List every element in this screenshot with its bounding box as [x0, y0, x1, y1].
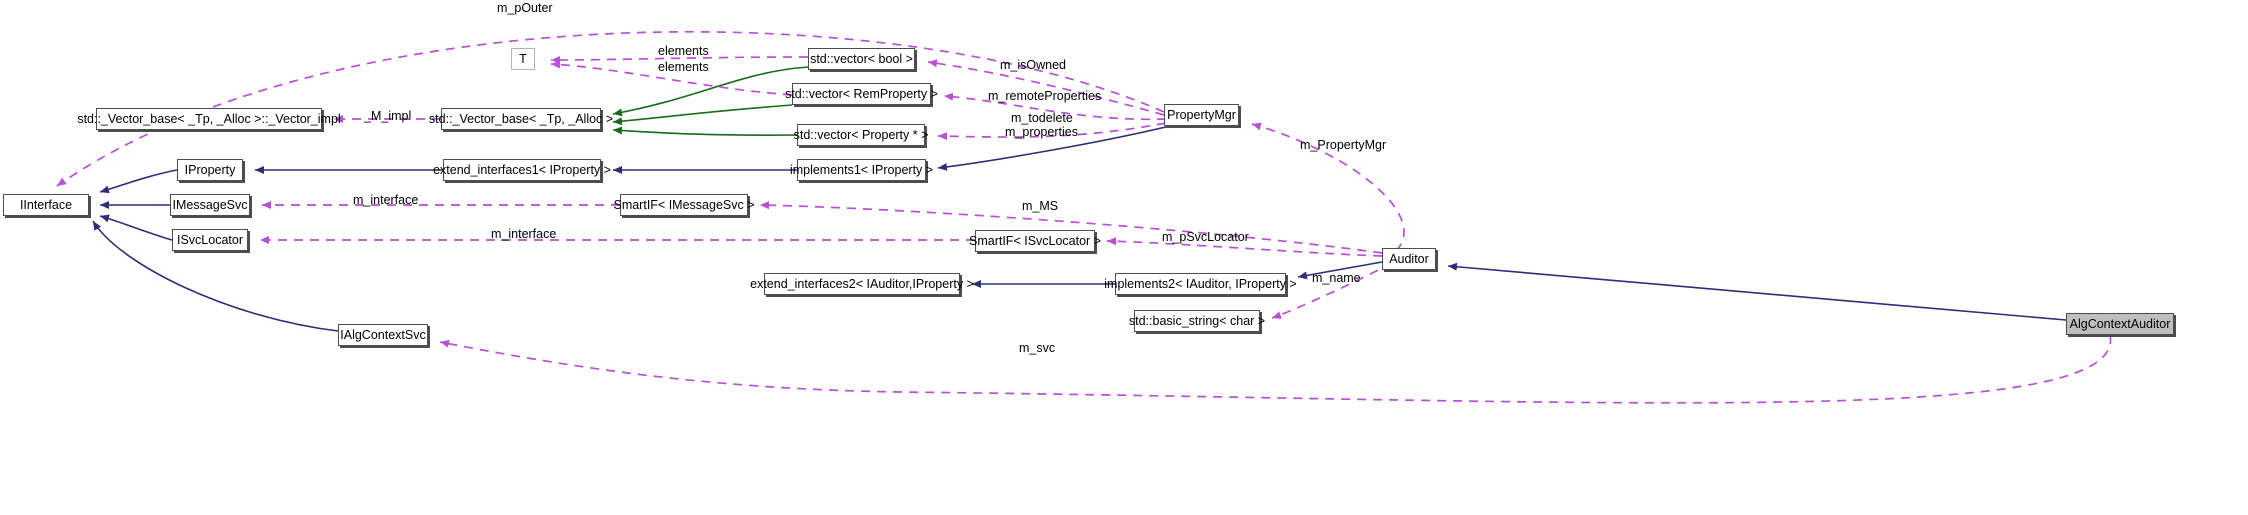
class-node-vec_property[interactable]: std::vector< Property * >: [794, 124, 928, 146]
edge-vecremproperty-vectorbase: [612, 104, 793, 126]
edge-label-m_svc: m_svc: [1019, 341, 1056, 355]
class-node-smartif_svcloc[interactable]: SmartIF< ISvcLocator >: [969, 230, 1101, 252]
edge-label-m_remoteProperties: m_remoteProperties: [988, 89, 1102, 103]
edge-isvclocator-iinterface: [99, 214, 173, 241]
edge-label-m_PropertyMgr: m_PropertyMgr: [1300, 138, 1387, 152]
class-node-vec_bool[interactable]: std::vector< bool >: [808, 48, 915, 70]
class-node-ialgcontextsvc[interactable]: IAlgContextSvc: [338, 324, 428, 346]
class-node-basic_string[interactable]: std::basic_string< char >: [1129, 310, 1265, 332]
edge-vecbool-vectorbase: [612, 66, 809, 117]
edge-label-m_isOwned: m_isOwned: [1000, 58, 1066, 72]
class-node-iinterface[interactable]: IInterface: [3, 194, 89, 216]
edge-label-m_pOuter: m_pOuter: [497, 1, 553, 15]
edge-label-elements_2: elements: [658, 60, 709, 74]
class-node-vector_impl[interactable]: std::_Vector_base< _Tp, _Alloc >::_Vecto…: [77, 108, 341, 130]
edge-vecproperty-vectorbase: [612, 126, 798, 136]
class-node-propertymgr[interactable]: PropertyMgr: [1164, 104, 1239, 126]
class-node-implements1[interactable]: implements1< IProperty >: [790, 159, 933, 181]
edge-label-m_pSvcLocator: m_pSvcLocator: [1162, 230, 1249, 244]
class-node-iproperty[interactable]: IProperty: [177, 159, 243, 181]
edge-iproperty-iinterface: [99, 169, 178, 194]
edge-m_name-basicstring: [1271, 262, 1393, 319]
edge-label-m_todelete: m_todelete: [1011, 111, 1073, 125]
edge-m_PropertyMgr-auditor: [1251, 122, 1405, 252]
edge-label-m_interface_2: m_interface: [491, 227, 557, 241]
class-node-vec_remproperty[interactable]: std::vector< RemProperty >: [785, 83, 938, 105]
class-node-algcontextauditor[interactable]: AlgContextAuditor: [2066, 313, 2174, 335]
edge-label-m_interface_1: m_interface: [353, 193, 419, 207]
edge-m_MS-smartif_msgsvc: [759, 201, 1383, 254]
edge-m_isOwned: [927, 59, 1165, 116]
edge-label-m_properties: m_properties: [1005, 125, 1078, 139]
edge-propertymgr-implements1: [937, 125, 1171, 171]
edge-m_pSvcLocator: [1106, 237, 1383, 257]
edge-label-m_MS: m_MS: [1022, 199, 1059, 213]
edge-auditor-implements2: [1297, 261, 1383, 280]
edge-algcontextauditor-auditor: [1447, 262, 2067, 321]
edge-elements-2: [550, 60, 793, 96]
edge-label-_M_impl: _M_impl: [364, 109, 412, 123]
class-node-smartif_msgsvc[interactable]: SmartIF< IMessageSvc >: [613, 194, 755, 216]
edge-elements-1: [550, 55, 809, 64]
class-node-extend2[interactable]: extend_interfaces2< IAuditor,IProperty >: [750, 273, 974, 295]
class-node-extend1[interactable]: extend_interfaces1< IProperty >: [433, 159, 611, 181]
edge-label-m_name: m_name: [1312, 271, 1361, 285]
edge-m_svc: [439, 334, 2112, 404]
class-node-isvclocator[interactable]: ISvcLocator: [172, 229, 248, 251]
class-node-t_param[interactable]: T: [511, 48, 535, 70]
class-node-imessagesvc[interactable]: IMessageSvc: [170, 194, 250, 216]
class-node-auditor[interactable]: Auditor: [1382, 248, 1436, 270]
edge-label-elements_1: elements: [658, 44, 709, 58]
class-node-vector_base[interactable]: std::_Vector_base< _Tp, _Alloc >: [429, 108, 613, 130]
edge-ialgcontextsvc-iinterface: [92, 220, 339, 332]
class-node-implements2[interactable]: implements2< IAuditor, IProperty >: [1104, 273, 1297, 295]
edge-m_todelete-m_properties: [937, 122, 1167, 141]
edge-m_remoteProperties: [943, 92, 1167, 121]
